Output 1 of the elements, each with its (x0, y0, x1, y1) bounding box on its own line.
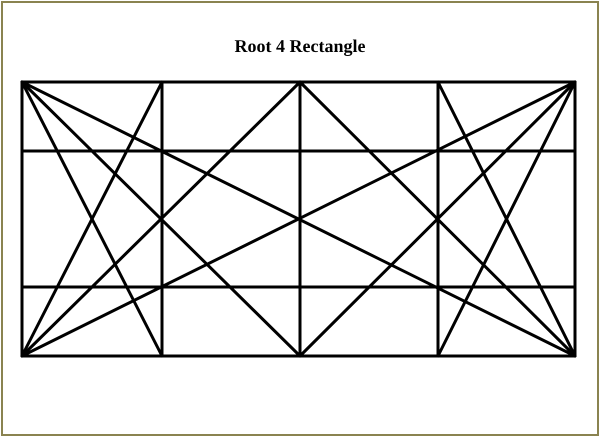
title: Root 4 Rectangle (234, 36, 366, 57)
